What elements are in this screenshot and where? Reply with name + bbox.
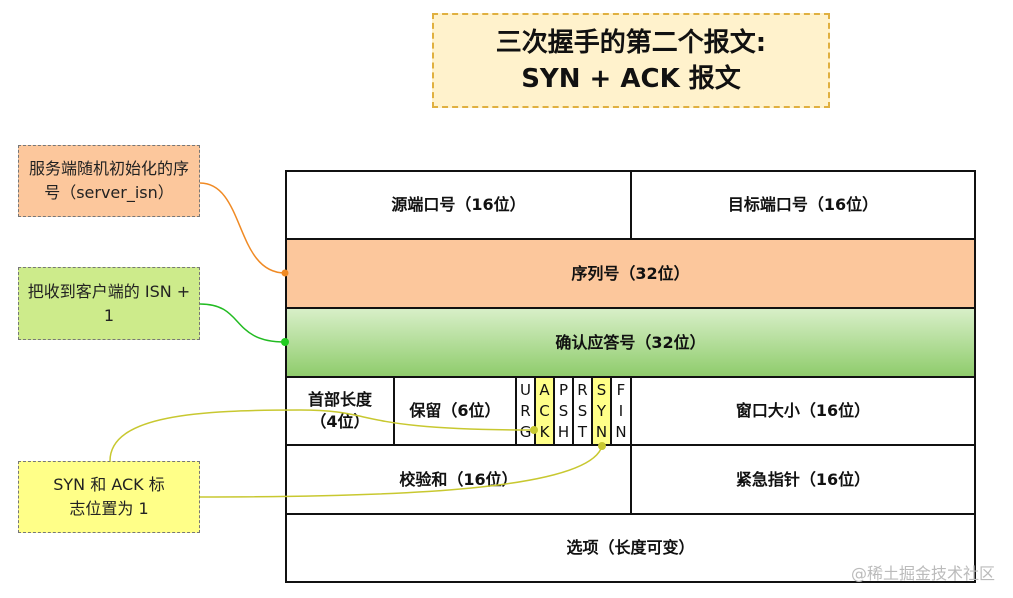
connector-seq: [199, 182, 286, 274]
title-line-2: SYN + ACK 报文: [521, 63, 741, 94]
flag-letter: N: [615, 422, 627, 441]
flag-letter: P: [558, 381, 569, 400]
flag-letter: S: [558, 401, 569, 420]
flag-letter: F: [616, 381, 626, 400]
flag-letter: N: [595, 422, 608, 441]
flag-letter: C: [539, 401, 550, 420]
title-line-1: 三次握手的第二个报文:: [495, 27, 767, 58]
options-field: 选项（长度可变）: [285, 513, 976, 583]
note-flags: SYN 和 ACK 标志位置为 1: [18, 461, 200, 533]
flag-letter: S: [577, 401, 588, 420]
connector-dot-ack: [281, 338, 289, 346]
note-server-isn: 服务端随机初始化的序号（server_isn）: [18, 145, 200, 217]
connector-ack: [199, 303, 286, 343]
connector-ack-flag: [109, 409, 535, 462]
connector-dot-ack-flag: [530, 426, 538, 434]
connector-syn-flag: [199, 445, 603, 498]
connector-dot-seq: [281, 269, 289, 277]
ack-field: 确认应答号（32位）: [285, 307, 976, 378]
flag-letter: U: [520, 381, 531, 400]
flag-letter: I: [618, 401, 624, 420]
flag-letter: R: [577, 381, 588, 400]
flag-letter: Y: [596, 401, 607, 420]
connector-dot-syn-flag: [598, 442, 606, 450]
note-ack-isn: 把收到客户端的 ISN + 1: [18, 267, 200, 340]
flag-letter: S: [596, 381, 607, 400]
title-box: 三次握手的第二个报文: SYN + ACK 报文: [432, 13, 830, 108]
flag-letter: H: [557, 422, 570, 441]
flag-letter: R: [520, 401, 531, 420]
flag-letter: T: [577, 422, 588, 441]
flag-letter: A: [539, 381, 550, 400]
seq-field: 序列号（32位）: [285, 238, 976, 309]
flag-letter: G: [519, 422, 532, 441]
flag-letter: K: [539, 422, 550, 441]
watermark: @稀土掘金技术社区: [850, 564, 995, 583]
